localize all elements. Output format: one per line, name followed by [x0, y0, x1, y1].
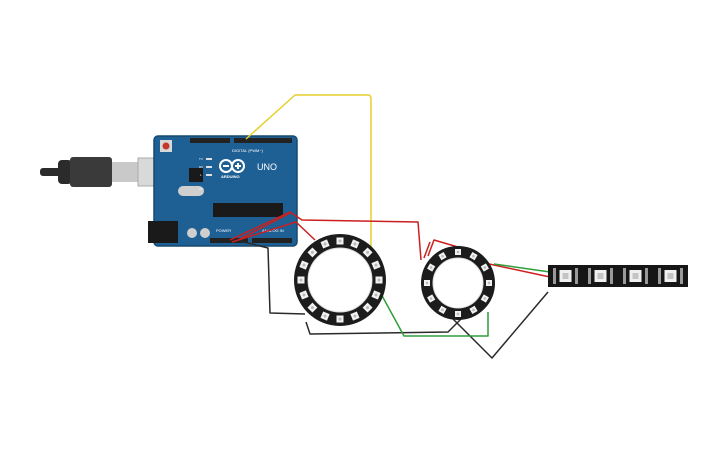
capacitor-2 [200, 228, 210, 238]
ring-pixel-led [310, 306, 314, 310]
ring-pixel-led [456, 250, 460, 254]
yellow-wire-data [245, 94, 372, 247]
strip-pixel-led [562, 273, 569, 279]
strip-pad [645, 268, 648, 284]
arduino-logo-icon [219, 159, 245, 173]
red-wire-ring1-ring2 [231, 221, 316, 243]
atmega-chip [213, 203, 283, 217]
ring-pixel-led [310, 250, 314, 254]
ring-pixel-led [441, 308, 444, 312]
green-wire-ring2-strip [493, 263, 551, 273]
analog-header [252, 238, 292, 243]
ring-pixel-led [456, 312, 460, 316]
black-wire-ring1-ring2 [305, 317, 463, 335]
ring-pixel-led [483, 297, 487, 300]
ring-pixel-led [374, 263, 378, 267]
ring-pixel-led [366, 306, 370, 310]
black-wire-ring2-strip [449, 291, 549, 359]
board-body [153, 135, 298, 247]
ring-pixel-led [323, 242, 327, 246]
power-label: POWER [216, 228, 231, 233]
led-label-rx: RX [199, 165, 203, 169]
strip-pad [680, 268, 683, 284]
power-jack [148, 221, 178, 243]
crystal [178, 186, 204, 196]
strip-pad [588, 268, 591, 284]
strip-pad [553, 268, 556, 284]
black-wire-gnd-ring1 [239, 240, 306, 315]
ring-pixel-led [472, 254, 475, 258]
ring-pixel-led [483, 266, 487, 269]
ring-pixel-led [377, 278, 381, 282]
ring-pixel-led [472, 308, 475, 312]
digital-header-2 [234, 138, 292, 143]
ring-pixel-led [366, 250, 370, 254]
strip-pad [658, 268, 661, 284]
digital-header-1 [190, 138, 230, 143]
red-wire-ring2-in [423, 241, 431, 259]
strip-pad [610, 268, 613, 284]
capacitor-1 [187, 228, 197, 238]
led-label-on: ON [199, 187, 204, 191]
ring-pixel-led [338, 317, 342, 321]
arduino-uno-board: UNO ARDUINO DIGITAL (PWM~) POWER ANALOG … [148, 135, 298, 247]
red-wire-5v-ring1 [229, 211, 422, 261]
strip-pixel-led [632, 273, 639, 279]
ring-pixel-led [487, 281, 491, 285]
red-wire-5v-main [237, 212, 291, 241]
model-label: UNO [257, 162, 277, 172]
green-wire-ring1-ring2 [379, 291, 489, 337]
neopixel-strip [548, 265, 688, 287]
ring-pixel-led [441, 254, 444, 258]
ring-pixel-led [429, 297, 433, 300]
strip-pixel-led [597, 273, 604, 279]
strip-pixel-led [667, 273, 674, 279]
ring-pixel-led [302, 293, 306, 297]
neopixel-ring-large [294, 234, 386, 326]
digital-label: DIGITAL (PWM~) [232, 148, 264, 153]
analog-label: ANALOG IN [262, 228, 284, 233]
ring-pixel-led [374, 293, 378, 297]
strip-pad [623, 268, 626, 284]
ring-pixel-led [353, 314, 357, 318]
ring-pixel-led [338, 239, 342, 243]
ring-pixel-led [353, 242, 357, 246]
ring-pixel-led [425, 281, 429, 285]
ring-pixel-led [299, 278, 303, 282]
ring-pixel-led [323, 314, 327, 318]
usb-chip [189, 168, 203, 182]
neopixel-ring-small [421, 246, 495, 320]
strip-pad [575, 268, 578, 284]
power-header [210, 238, 248, 243]
usb-cable [40, 157, 171, 187]
brand-label: ARDUINO [221, 174, 240, 179]
led-label-tx: TX [199, 157, 203, 161]
ring-pixel-led [302, 263, 306, 267]
ring-pixel-led [429, 266, 433, 269]
led-label-l: L [200, 173, 202, 177]
